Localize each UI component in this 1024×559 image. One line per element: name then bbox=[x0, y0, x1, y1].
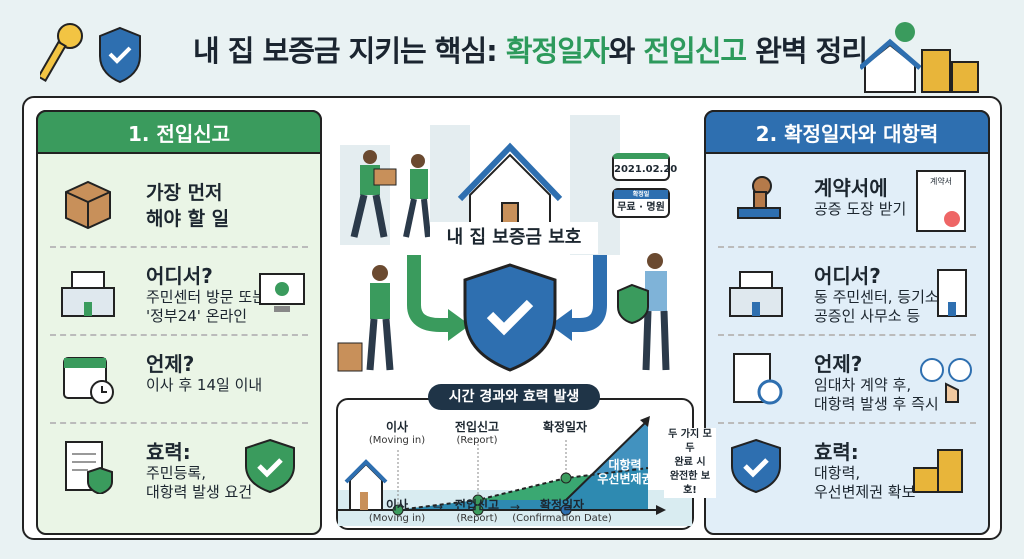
panel-heading: 1. 전입신고 bbox=[36, 110, 322, 154]
document-shield-icon bbox=[65, 441, 113, 494]
contract-document-icon: 계약서 bbox=[916, 170, 966, 232]
movers-icon bbox=[350, 150, 431, 238]
building-icon bbox=[729, 271, 783, 317]
shield-check-icon bbox=[731, 438, 781, 494]
center-illustration bbox=[337, 115, 670, 372]
list-item: 효력: 주민등록, 대항력 발생 요건 bbox=[50, 424, 308, 512]
arrow-icon: → bbox=[509, 500, 521, 514]
list-item: 언제? 임대차 계약 후, 대항력 발생 후 즉시 bbox=[718, 336, 976, 424]
panel-confirmation-date: 2. 확정일자와 대항력 계약서에 공증 도장 받기 계약서 어디서? 동 주민… bbox=[704, 110, 990, 535]
shield-check-icon bbox=[245, 438, 295, 494]
key-shield-icon bbox=[40, 23, 141, 84]
list-item: 어디서? 주민센터 방문 또는 '정부24' 온라인 bbox=[50, 248, 308, 336]
list-item: 어디서? 동 주민센터, 등기소, 공증인 사무소 등 bbox=[718, 248, 976, 336]
panel-heading: 2. 확정일자와 대항력 bbox=[704, 110, 990, 154]
building-icon bbox=[61, 271, 115, 317]
center-banner: 내 집 보증금 보호 bbox=[430, 222, 598, 254]
list-item: 계약서에 공증 도장 받기 계약서 bbox=[718, 160, 976, 248]
timeline-graph bbox=[338, 416, 692, 526]
computer-icon bbox=[259, 273, 305, 312]
step-confirmation: 확정일자(Confirmation Date) bbox=[512, 498, 612, 524]
top-label-move-in: 이사(Moving in) bbox=[368, 420, 426, 446]
office-building-icon bbox=[937, 269, 967, 317]
box-icon bbox=[65, 180, 111, 230]
top-label-confirmation: 확정일자 bbox=[542, 420, 588, 434]
coins-icon bbox=[913, 449, 963, 493]
document-clock-icon bbox=[733, 353, 783, 405]
calendar-date-icon: 2021.02.20 bbox=[612, 153, 677, 181]
arrow-icon: → bbox=[432, 500, 444, 514]
step-report: 전입신고(Report) bbox=[454, 498, 500, 524]
list-item: 효력: 대항력, 우선변제권 확보 bbox=[718, 424, 976, 512]
timeline-title: 시간 경과와 효력 발생 bbox=[428, 384, 600, 410]
stamp-icon bbox=[737, 176, 781, 219]
calendar-clock-icon bbox=[63, 357, 114, 404]
hand-click-icon bbox=[920, 358, 972, 403]
list-item: 언제? 이사 후 14일 이내 bbox=[50, 336, 308, 424]
panel-move-in-report: 1. 전입신고 가장 먼저 해야 할 일 어디서? 주민센터 방문 또는 '정부… bbox=[36, 110, 322, 535]
house-icon bbox=[457, 142, 563, 234]
milestone-move-in bbox=[392, 504, 404, 516]
house-coins-icon bbox=[860, 22, 979, 93]
person-with-shield-icon bbox=[617, 253, 670, 371]
person-with-clipboard-icon bbox=[337, 265, 394, 372]
list-item: 가장 먼저 해야 할 일 bbox=[50, 160, 308, 248]
page-title: 내 집 보증금 지키는 핵심: 확정일자와 전입신고 완벽 정리 bbox=[192, 34, 868, 68]
house-icon bbox=[344, 459, 388, 511]
milestone-confirmation bbox=[560, 472, 572, 484]
step-move-in: 이사(Moving in) bbox=[368, 498, 426, 524]
big-shield-icon bbox=[463, 263, 557, 372]
top-label-report: 전입신고(Report) bbox=[454, 420, 500, 446]
priority-right-area bbox=[398, 420, 648, 510]
